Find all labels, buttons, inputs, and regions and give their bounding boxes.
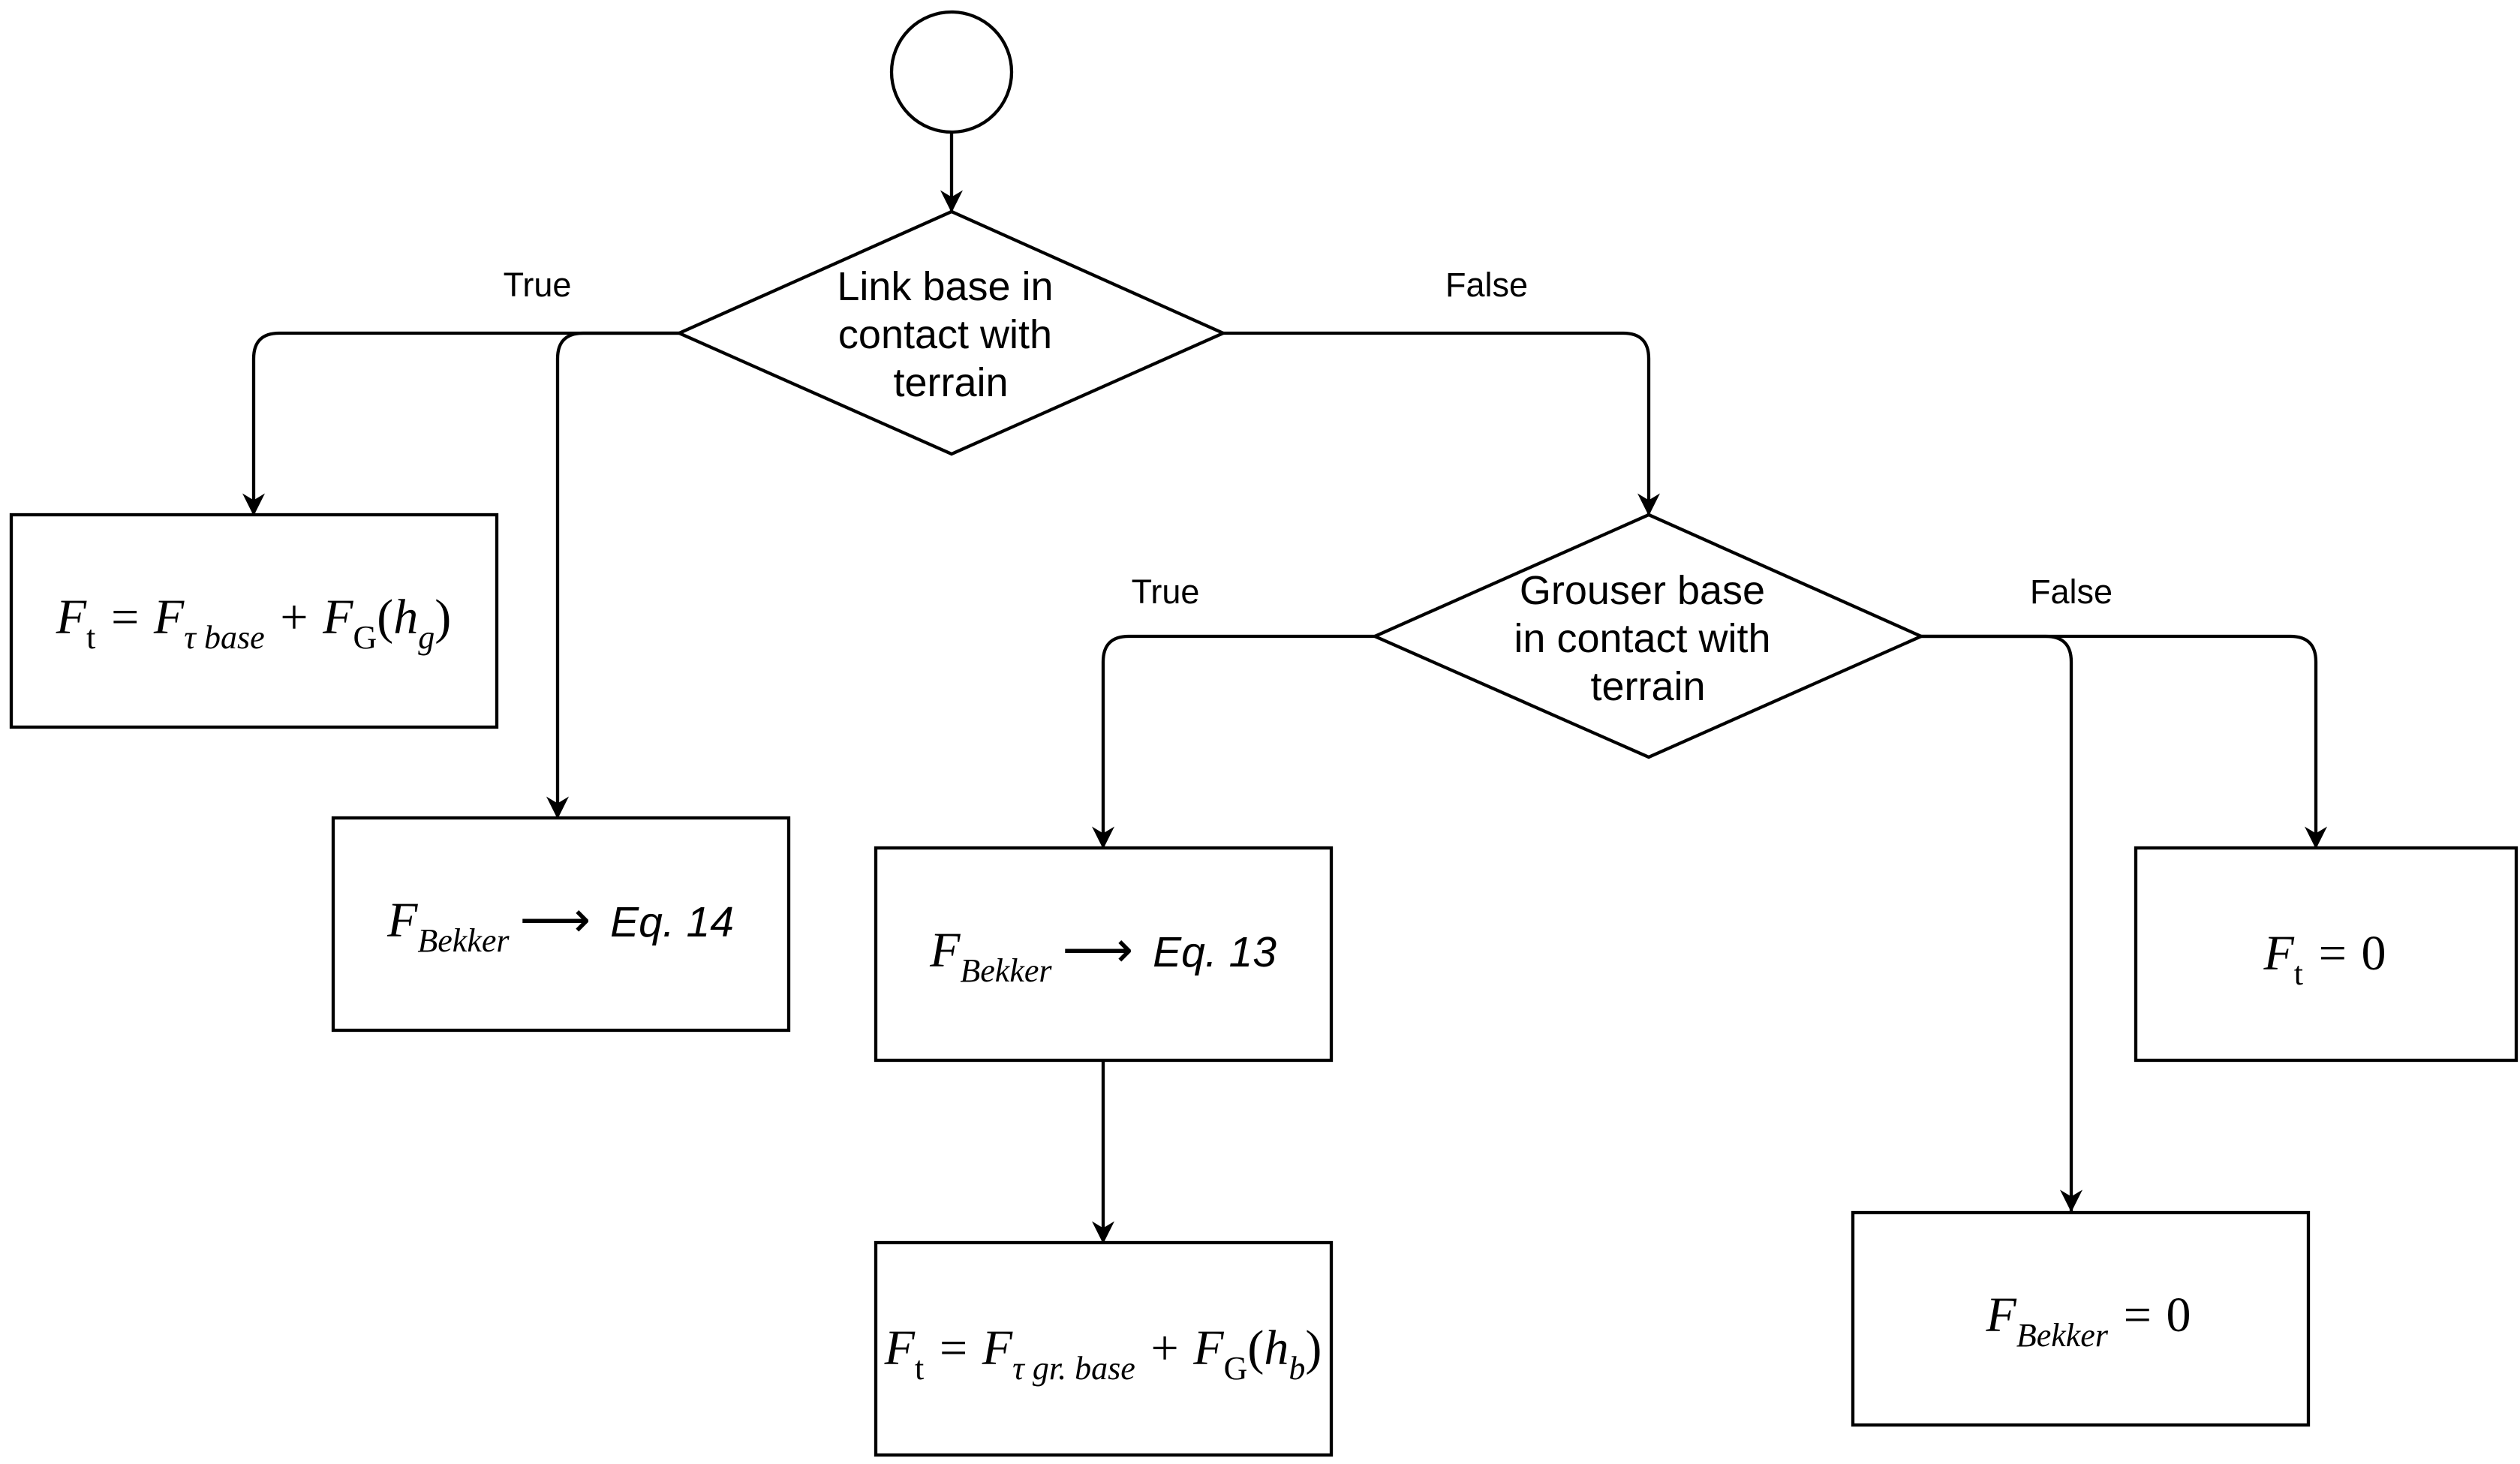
process-box-bekker-zero: FBekker = 0 — [1851, 1210, 2311, 1427]
decision-link-base-line-2: contact with — [838, 312, 1052, 357]
process-box-bekker-eq14-rect — [331, 816, 791, 1033]
decision-grouser-base-text: Grouser base in contact with terrain — [1514, 568, 1782, 709]
process-box-ft-zero-rect — [2134, 846, 2518, 1063]
process-box-ft-grouser: Ft = Fτ gr. base + FG(hb) — [874, 1240, 1334, 1457]
decision-grouser-base-line-3: terrain — [1590, 664, 1705, 709]
edge-grouser-true-to-bekker-eq13 — [1092, 634, 1375, 849]
formula-ft-zero: Ft = 0 — [2263, 926, 2386, 992]
edge-grouser-false-to-bekker-zero — [1921, 634, 2082, 1213]
decision-link-base-line-1: Link base in — [837, 264, 1053, 309]
decision-link-base: Link base in contact with terrain — [675, 209, 1228, 456]
process-box-bekker-eq13: FBekker⟶Eq. 13 — [874, 846, 1334, 1063]
formula-bekker-eq14: FBekker⟶Eq. 14 — [386, 893, 734, 959]
edge-link-false-to-grouser-decision — [1223, 331, 1660, 516]
decision-link-base-text: Link base in contact with terrain — [837, 264, 1064, 405]
edge-link-true-to-bekker-eq14 — [546, 331, 679, 819]
edge-label-grouser-false: False — [2030, 573, 2113, 611]
decision-link-base-diamond — [675, 209, 1228, 456]
decision-grouser-base-line-2: in contact with — [1514, 616, 1770, 661]
decision-grouser-base-line-1: Grouser base — [1520, 568, 1765, 613]
start-node — [889, 10, 1014, 134]
process-box-bekker-eq13-rect — [874, 846, 1334, 1063]
edge-label-grouser-true: True — [1132, 573, 1200, 611]
decision-grouser-base-diamond — [1370, 513, 1926, 759]
edge-label-link-false: False — [1445, 266, 1528, 304]
process-box-bekker-eq14: FBekker⟶Eq. 14 — [331, 816, 791, 1033]
formula-ft-grouser: Ft = Fτ gr. base + FG(hb) — [884, 1321, 1322, 1387]
process-box-bekker-zero-rect — [1851, 1210, 2311, 1427]
edge-grouser-false-to-ft-zero — [1921, 634, 2327, 849]
process-box-ft-base-rect — [9, 513, 499, 729]
process-box-ft-base: Ft = Fτ base + FG(hg) — [9, 513, 499, 729]
formula-ft-base: Ft = Fτ base + FG(hg) — [56, 590, 451, 656]
decision-grouser-base: Grouser base in contact with terrain — [1370, 513, 1926, 759]
formula-bekker-eq13: FBekker⟶Eq. 13 — [929, 923, 1277, 989]
process-box-ft-grouser-rect — [874, 1240, 1334, 1457]
edge-link-true-to-ft-base — [242, 331, 679, 516]
formula-bekker-zero: FBekker = 0 — [1986, 1288, 2191, 1354]
process-box-ft-zero: Ft = 0 — [2134, 846, 2518, 1063]
decision-link-base-line-3: terrain — [893, 360, 1008, 405]
edge-label-link-true: True — [504, 266, 572, 304]
